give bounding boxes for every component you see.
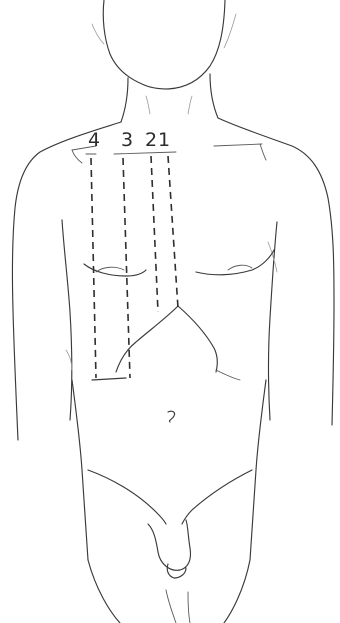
dashed-line-4 <box>91 158 96 378</box>
shoulders-arms-outline <box>12 118 334 440</box>
dashed-line-3 <box>123 158 130 378</box>
label-2: 2 <box>145 129 157 151</box>
chest-outline <box>84 250 274 276</box>
line-labels: 4 3 2 1 <box>88 129 170 151</box>
label-1: 1 <box>158 129 170 151</box>
head-outline <box>92 0 236 89</box>
dashed-line-4-base <box>92 378 126 380</box>
abdomen-outline <box>72 306 266 623</box>
dashed-line-2 <box>151 156 158 312</box>
label-3: 3 <box>121 129 133 151</box>
label-4: 4 <box>88 129 100 151</box>
dashed-line-1 <box>168 156 178 308</box>
